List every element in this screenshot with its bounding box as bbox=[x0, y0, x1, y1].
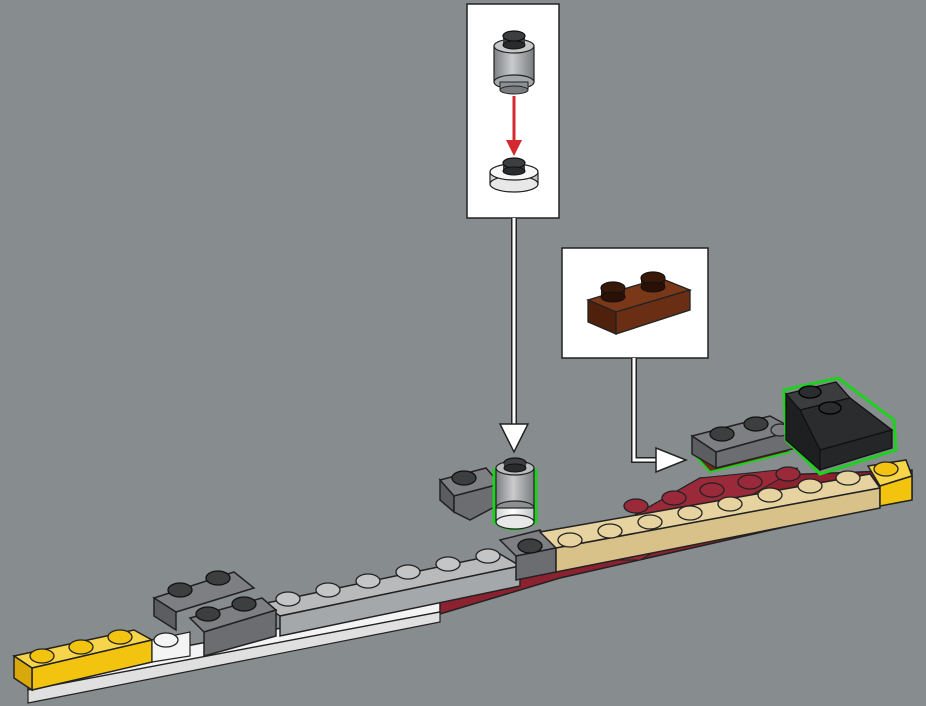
callout-pointer-round-brick bbox=[500, 218, 528, 452]
base-model bbox=[14, 378, 912, 703]
round-brick-placed bbox=[494, 458, 536, 529]
callout-plate-1x2 bbox=[562, 248, 708, 358]
callout-round-brick bbox=[467, 4, 559, 218]
callout-pointer-plate bbox=[634, 358, 686, 472]
dark-gray-plate-right bbox=[692, 416, 796, 468]
stud-white bbox=[154, 633, 178, 647]
black-slope-brick bbox=[784, 378, 896, 474]
round-brick-part-icon bbox=[494, 31, 534, 94]
